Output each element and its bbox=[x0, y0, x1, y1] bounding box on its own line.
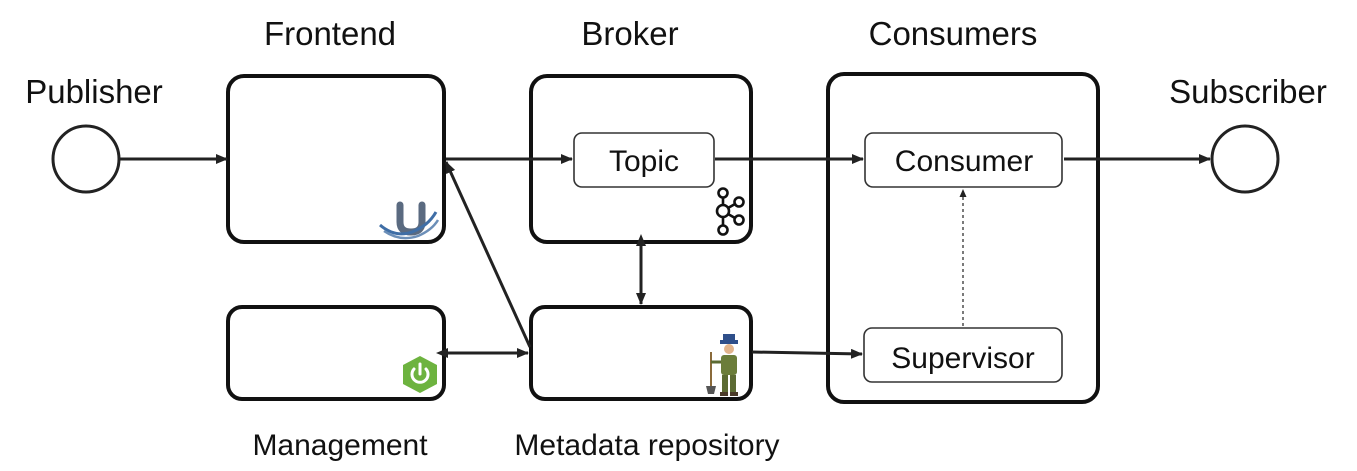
consumer-label: Consumer bbox=[895, 145, 1033, 178]
consumers-label: Consumers bbox=[869, 15, 1038, 52]
supervisor-box bbox=[863, 327, 1063, 383]
frontend-box bbox=[226, 74, 446, 244]
metadata-repository-label: Metadata repository bbox=[514, 429, 779, 462]
arrow-metadata-supervisor bbox=[751, 348, 863, 359]
consumer-box bbox=[864, 132, 1063, 188]
subscriber-label: Subscriber bbox=[1169, 73, 1327, 110]
undertow-logo-icon bbox=[379, 201, 440, 240]
topic-box bbox=[573, 132, 715, 188]
spring-power-icon bbox=[403, 356, 437, 393]
kafka-logo-icon bbox=[715, 187, 745, 236]
publisher-node bbox=[51, 124, 121, 194]
frontend-label: Frontend bbox=[264, 15, 396, 52]
supervisor-label: Supervisor bbox=[891, 342, 1034, 375]
zookeeper-keeper-icon bbox=[706, 334, 738, 396]
management-label: Management bbox=[252, 429, 428, 462]
metadata-repository-box bbox=[529, 305, 753, 401]
arrow-metadata-frontend bbox=[444, 161, 532, 348]
subscriber-node bbox=[1210, 124, 1280, 194]
broker-label: Broker bbox=[581, 15, 678, 52]
publisher-label: Publisher bbox=[25, 73, 163, 110]
topic-label: Topic bbox=[609, 145, 679, 178]
